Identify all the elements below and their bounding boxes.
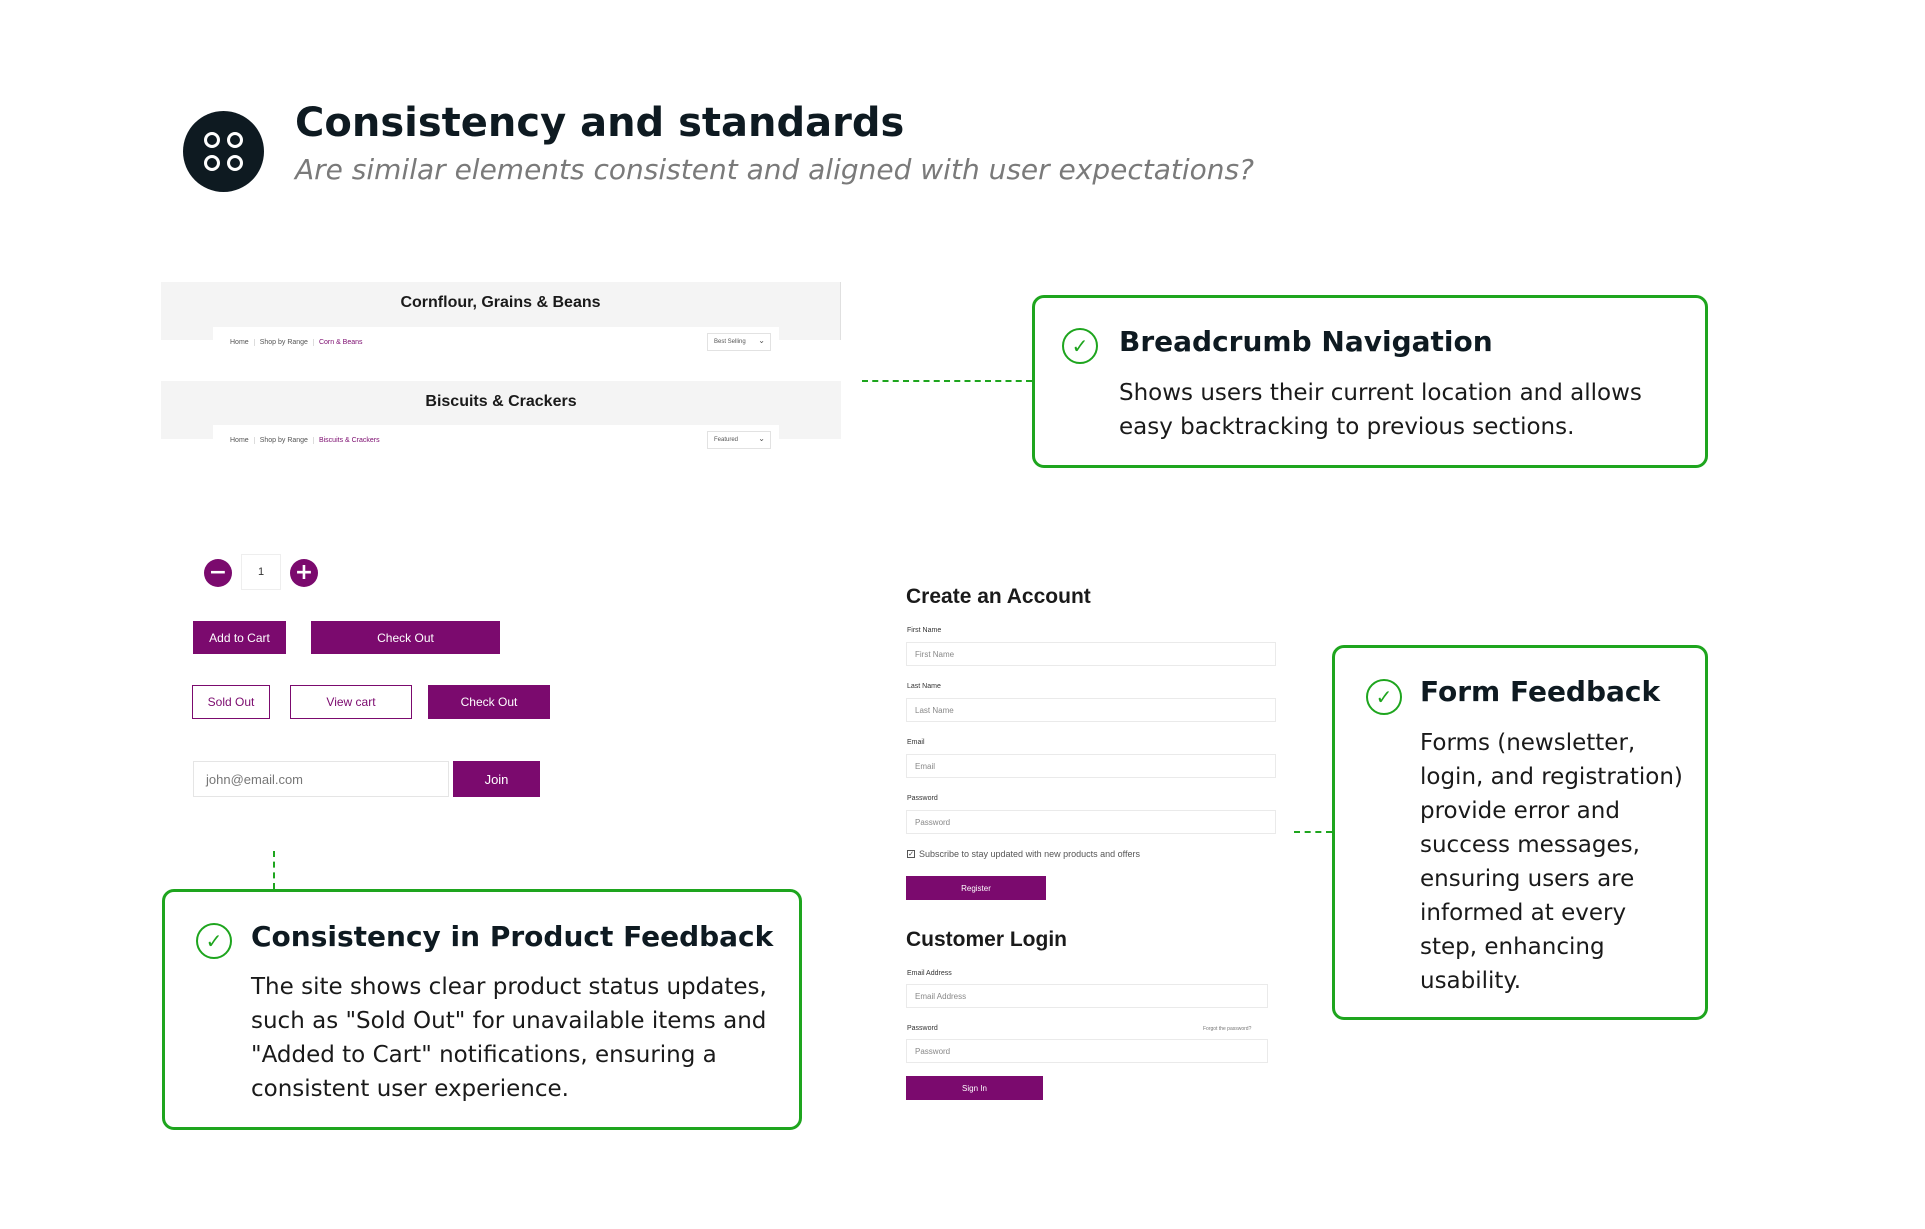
sort-select-value: Best Selling	[714, 339, 746, 345]
breadcrumb-home[interactable]: Home	[225, 436, 255, 444]
register-heading: Create an Account	[906, 585, 1091, 608]
last-name-input[interactable]: Last Name	[906, 698, 1276, 722]
callout-form-feedback: ✓ Form Feedback Forms (newsletter, login…	[1332, 645, 1708, 1020]
first-name-label: First Name	[907, 627, 942, 634]
callout-title: Breadcrumb Navigation	[1119, 325, 1493, 358]
breadcrumb-current: Biscuits & Crackers	[318, 436, 380, 444]
email-label: Email	[907, 739, 925, 746]
sign-in-button[interactable]: Sign In	[906, 1076, 1043, 1100]
callout-product-feedback: ✓ Consistency in Product Feedback The si…	[162, 889, 802, 1130]
email-input[interactable]: Email	[906, 754, 1276, 778]
four-circles-icon	[183, 111, 264, 192]
check-icon: ✓	[1062, 328, 1098, 364]
login-password-label: Password	[907, 1025, 938, 1032]
sold-out-button[interactable]: Sold Out	[192, 685, 270, 719]
subscribe-label: Subscribe to stay updated with new produ…	[919, 849, 1140, 859]
first-name-input[interactable]: First Name	[906, 642, 1276, 666]
quantity-decrease-button[interactable]: −	[204, 559, 232, 587]
callout-body: Shows users their current location and a…	[1119, 380, 1642, 440]
callout-title: Consistency in Product Feedback	[251, 920, 774, 953]
newsletter-email-input[interactable]: john@email.com	[193, 761, 449, 797]
check-out-button[interactable]: Check Out	[311, 621, 500, 654]
chevron-down-icon: ⌄	[758, 336, 765, 345]
callout-title: Form Feedback	[1420, 675, 1661, 708]
last-name-label: Last Name	[907, 683, 941, 690]
password-input[interactable]: Password	[906, 810, 1276, 834]
breadcrumb: Home Shop by Range Corn & Beans	[213, 327, 779, 357]
breadcrumb-bar: Home Shop by Range Biscuits & Crackers F…	[213, 425, 779, 455]
forgot-password-link[interactable]: Forgot the password?	[1203, 1026, 1252, 1032]
breadcrumb: Home Shop by Range Biscuits & Crackers	[213, 425, 779, 455]
check-icon: ✓	[196, 923, 232, 959]
breadcrumb-shop-by-range[interactable]: Shop by Range	[255, 338, 314, 346]
register-button[interactable]: Register	[906, 876, 1046, 900]
password-label: Password	[907, 795, 938, 802]
connector-line	[1294, 831, 1332, 833]
category-title: Cornflour, Grains & Beans	[400, 294, 601, 311]
quantity-increase-button[interactable]: +	[290, 559, 318, 587]
callout-breadcrumb: ✓ Breadcrumb Navigation Shows users thei…	[1032, 295, 1708, 468]
login-password-input[interactable]: Password	[906, 1039, 1268, 1063]
login-heading: Customer Login	[906, 928, 1067, 951]
subscribe-row: ✓ Subscribe to stay updated with new pro…	[907, 849, 1140, 859]
connector-line	[273, 851, 275, 889]
sort-select[interactable]: Featured ⌄	[707, 431, 771, 449]
breadcrumb-bar: Home Shop by Range Corn & Beans Best Sel…	[213, 327, 779, 357]
breadcrumb-home[interactable]: Home	[225, 338, 255, 346]
check-icon: ✓	[1366, 679, 1402, 715]
callout-body: Forms (newsletter, login, and registrati…	[1420, 730, 1683, 994]
sort-select[interactable]: Best Selling ⌄	[707, 333, 771, 351]
login-email-label: Email Address	[907, 970, 952, 977]
breadcrumb-shop-by-range[interactable]: Shop by Range	[255, 436, 314, 444]
view-cart-button[interactable]: View cart	[290, 685, 412, 719]
breadcrumb-current: Corn & Beans	[318, 338, 363, 346]
connector-line	[862, 380, 1032, 382]
sort-select-value: Featured	[714, 437, 739, 443]
callout-body: The site shows clear product status upda…	[251, 974, 767, 1102]
subscribe-checkbox[interactable]: ✓	[907, 850, 915, 858]
add-to-cart-button[interactable]: Add to Cart	[193, 621, 286, 654]
check-out-button-secondary[interactable]: Check Out	[428, 685, 550, 719]
page-subtitle: Are similar elements consistent and alig…	[295, 153, 1254, 186]
category-title: Biscuits & Crackers	[425, 393, 577, 410]
quantity-input[interactable]: 1	[241, 554, 281, 590]
chevron-down-icon: ⌄	[758, 434, 765, 443]
join-button[interactable]: Join	[453, 761, 540, 797]
login-email-input[interactable]: Email Address	[906, 984, 1268, 1008]
page-title: Consistency and standards	[295, 100, 905, 146]
